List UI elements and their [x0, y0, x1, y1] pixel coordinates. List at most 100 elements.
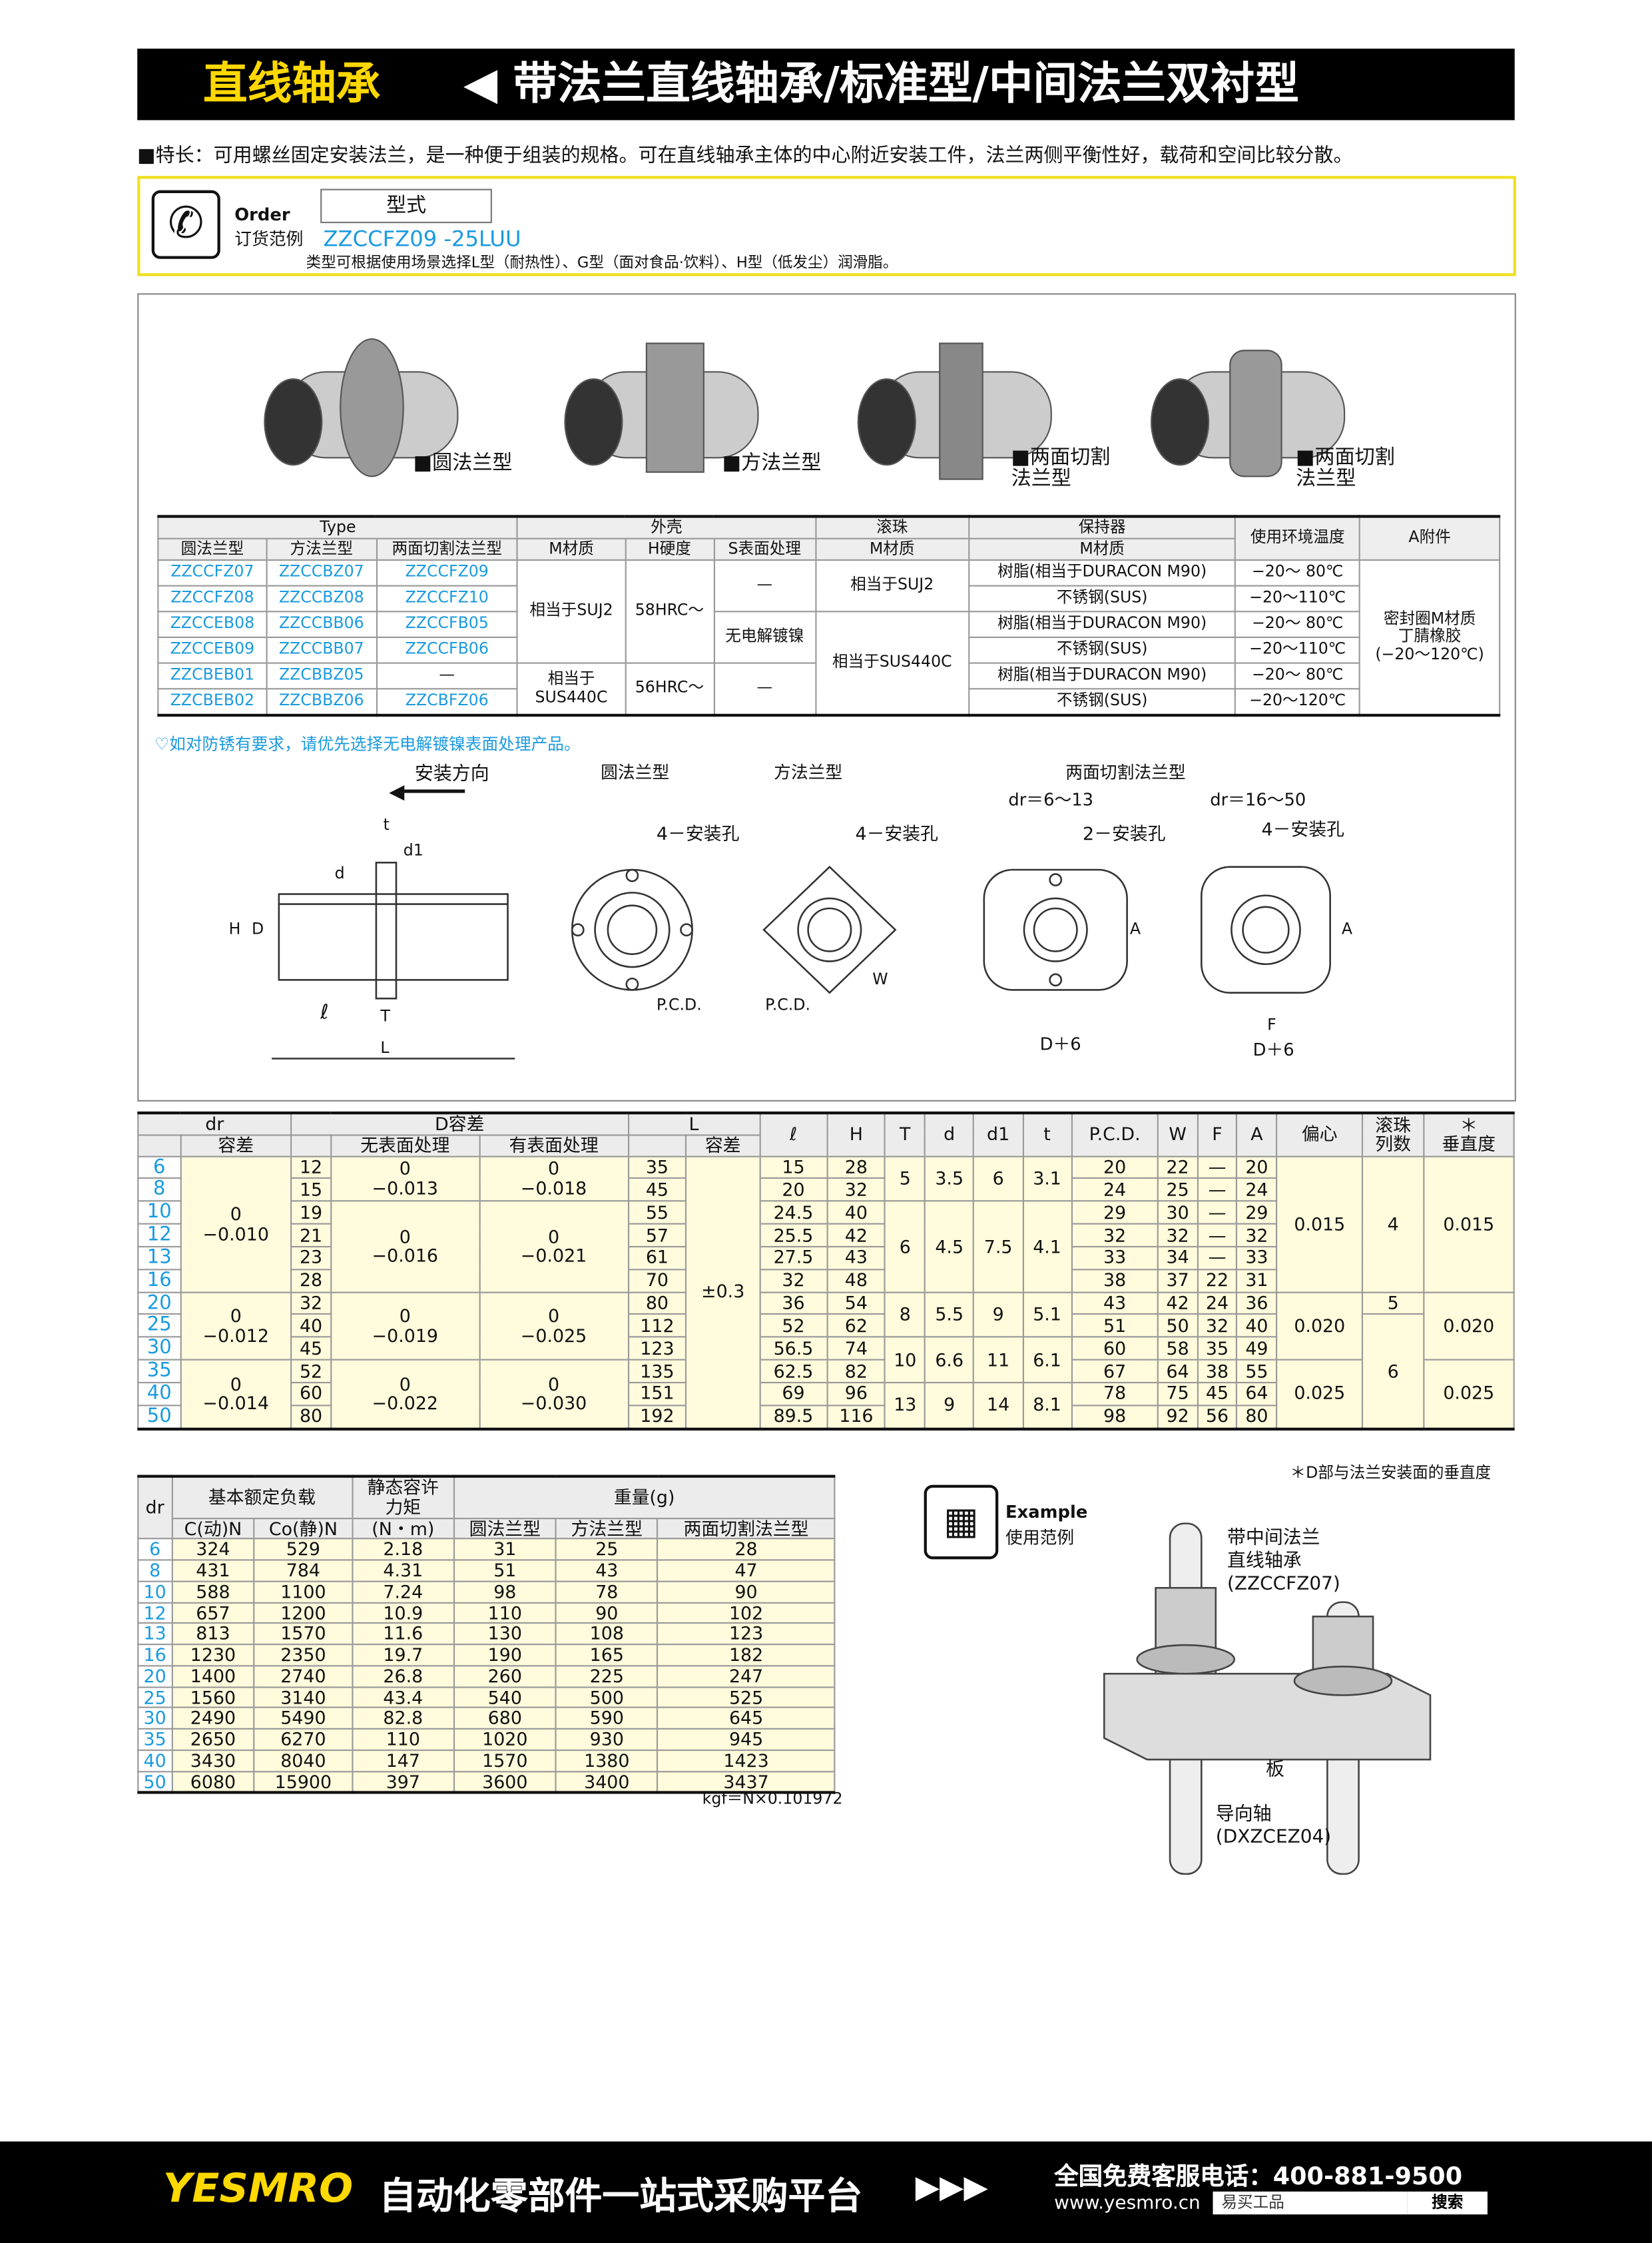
bearing-label: 带中间法兰 直线轴承 (ZZCCFZ07) — [1227, 1528, 1340, 1596]
spec-link[interactable]: ZZCCBZ08 — [266, 585, 378, 613]
load-link[interactable]: 16 — [137, 1644, 173, 1666]
spec-cell: 相当于 SUS440C — [517, 662, 626, 717]
dim-cell: 6.1 — [1021, 1336, 1073, 1383]
dim-d1: d1 — [403, 841, 423, 860]
dim-cell: H — [826, 1112, 886, 1157]
dim-cell: 6 — [884, 1200, 926, 1293]
dim-link[interactable]: 25 — [137, 1313, 182, 1338]
dim-cell: 容差 — [685, 1133, 760, 1157]
spec-link[interactable]: ZZCBBZ06 — [266, 688, 378, 717]
spec-link[interactable]: ZZCCFZ10 — [376, 585, 519, 613]
dim-cell: 8 — [884, 1291, 926, 1338]
dim-cell: 78 — [1071, 1381, 1159, 1407]
spec-link[interactable]: ZZCCFB06 — [376, 636, 519, 664]
search-button[interactable]: 搜索 — [1407, 2191, 1488, 2215]
website-link[interactable]: www.yesmro.cn — [1054, 2192, 1201, 2215]
spec-link[interactable]: ZZCCEB09 — [157, 636, 268, 664]
page-title: ◀ 带法兰直线轴承/标准型/中间法兰双衬型 — [463, 59, 1299, 111]
load-cell: 225 — [555, 1664, 659, 1688]
spec-link[interactable]: ZZCBEB02 — [157, 688, 268, 717]
dim-cell: 50 — [1157, 1313, 1199, 1338]
load-link[interactable]: 12 — [137, 1601, 173, 1624]
spec-link[interactable]: ZZCCBB06 — [266, 611, 378, 639]
dim-link[interactable]: 20 — [137, 1291, 182, 1315]
spec-link[interactable]: ZZCCFZ09 — [376, 559, 519, 587]
load-cell: 3600 — [453, 1770, 557, 1794]
dim-cell: 0.020 — [1276, 1291, 1364, 1361]
load-link[interactable]: 13 — [137, 1622, 173, 1646]
dim-pcd-square: P.C.D. — [765, 996, 810, 1014]
dr-range-2: dr＝16～50 — [1210, 789, 1306, 810]
load-link[interactable]: 6 — [137, 1538, 173, 1561]
load-link[interactable]: 10 — [137, 1580, 173, 1603]
dim-link[interactable]: 13 — [137, 1245, 182, 1270]
dim-cell: 0.025 — [1276, 1359, 1364, 1430]
dim-cell: — — [1197, 1200, 1238, 1225]
dim-cell: 64 — [1236, 1381, 1278, 1407]
dim-link[interactable]: 50 — [137, 1404, 182, 1430]
header-row: 容差无表面处理有表面处理容差 — [137, 1133, 1514, 1157]
dim-link[interactable]: 12 — [137, 1223, 182, 1247]
page-header: 直线轴承 ◀ 带法兰直线轴承/标准型/中间法兰双衬型 — [137, 49, 1515, 121]
load-link[interactable]: 50 — [137, 1770, 173, 1794]
load-link[interactable]: 8 — [137, 1559, 173, 1582]
load-link[interactable]: 30 — [137, 1707, 173, 1730]
product-label-square: ■方法兰型 — [722, 452, 822, 476]
spec-link[interactable]: ZZCCFZ08 — [157, 585, 268, 613]
spec-cell: H硬度 — [624, 537, 715, 561]
dim-cell: 32 — [1071, 1223, 1159, 1247]
dim-cell: 62 — [826, 1313, 886, 1338]
load-cell: 123 — [657, 1622, 836, 1646]
load-cell: 930 — [555, 1728, 659, 1751]
load-cell: 784 — [253, 1559, 353, 1582]
spec-link[interactable]: ZZCCBZ07 — [266, 559, 378, 587]
spec-link[interactable]: ZZCCFZ07 — [157, 559, 268, 587]
load-link[interactable]: 35 — [137, 1728, 173, 1751]
spec-link[interactable]: ZZCBBZ05 — [266, 662, 378, 690]
dim-cell: 8.1 — [1021, 1381, 1073, 1430]
load-link[interactable]: 25 — [137, 1686, 173, 1709]
dim-cell: 38 — [1071, 1268, 1159, 1293]
dim-L: L — [380, 1038, 390, 1058]
holes-label-round: 4－安装孔 — [656, 822, 740, 844]
spec-link[interactable]: ZZCCBB07 — [266, 636, 378, 664]
search-input[interactable]: 易买工品 — [1213, 2191, 1408, 2215]
spec-link[interactable]: ZZCCEB08 — [157, 611, 268, 639]
load-cell: 3140 — [253, 1686, 353, 1709]
spec-link[interactable]: ZZCBFZ06 — [376, 688, 519, 717]
dim-link[interactable]: 10 — [137, 1200, 182, 1225]
dim-cell: 42 — [1157, 1291, 1199, 1315]
dim-t: t — [383, 815, 390, 834]
load-cell: 19.7 — [351, 1644, 455, 1666]
load-cell: 147 — [351, 1749, 455, 1772]
load-link[interactable]: 20 — [137, 1664, 173, 1688]
dim-cell: 96 — [826, 1381, 886, 1407]
dim-cell: 70 — [627, 1268, 687, 1293]
spec-link[interactable]: ZZCCFB05 — [376, 611, 519, 639]
dim-link[interactable]: 8 — [137, 1177, 182, 1202]
dim-cell: 37 — [1157, 1268, 1199, 1293]
product-photos — [264, 338, 1346, 480]
dim-link[interactable]: 30 — [137, 1336, 182, 1361]
dim-link[interactable]: 6 — [137, 1155, 182, 1179]
dim-cell: 0 −0.018 — [478, 1155, 629, 1202]
dim-cell: 24 — [1071, 1177, 1159, 1202]
spec-link[interactable]: ZZCBEB01 — [157, 662, 268, 690]
dim-link[interactable]: 40 — [137, 1381, 182, 1407]
load-cell: 8040 — [253, 1749, 353, 1772]
dim-link[interactable]: 16 — [137, 1268, 182, 1293]
dim-cell: 15 — [758, 1155, 828, 1179]
dim-cell: 24.5 — [758, 1200, 828, 1225]
spec-cell: 树脂(相当于DURACON M90) — [967, 611, 1237, 639]
dim-F: F — [1267, 1016, 1276, 1035]
load-link[interactable]: 40 — [137, 1749, 173, 1772]
load-cell: 1230 — [170, 1644, 256, 1666]
brand-logo: YESMRO — [162, 2164, 354, 2212]
dim-cell: 36 — [1236, 1291, 1278, 1315]
dim-link[interactable]: 35 — [137, 1359, 182, 1383]
